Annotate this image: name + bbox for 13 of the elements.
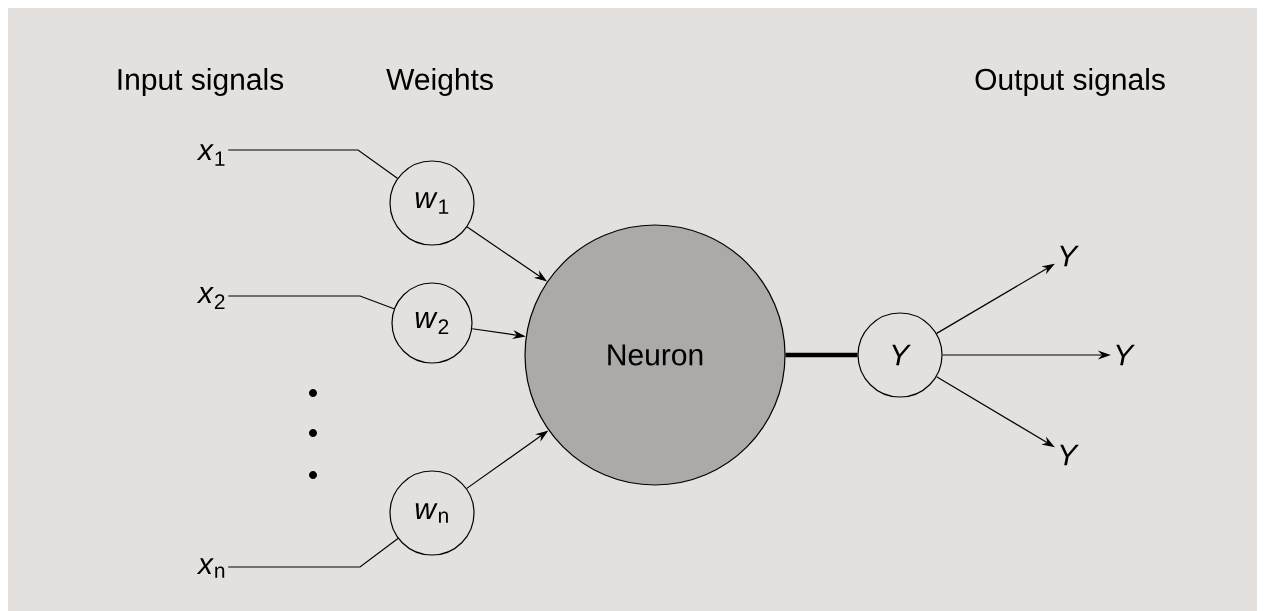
connector-line — [227, 149, 398, 179]
column-heading: Output signals — [975, 68, 1165, 96]
column-heading: Weights — [386, 68, 493, 96]
signal-label: Y — [1116, 344, 1135, 366]
signal-label: x$_{n}$ — [196, 558, 225, 578]
connector-line — [227, 537, 399, 568]
signal-label: Y — [1060, 245, 1079, 267]
connector-line — [227, 295, 395, 310]
signal-label: Y — [1060, 444, 1079, 466]
signal-label: x$_{1}$ — [196, 144, 225, 166]
connector-line — [785, 352, 858, 358]
signal-label: x$_{2}$ — [196, 287, 225, 309]
column-heading: Input signals — [118, 68, 284, 96]
